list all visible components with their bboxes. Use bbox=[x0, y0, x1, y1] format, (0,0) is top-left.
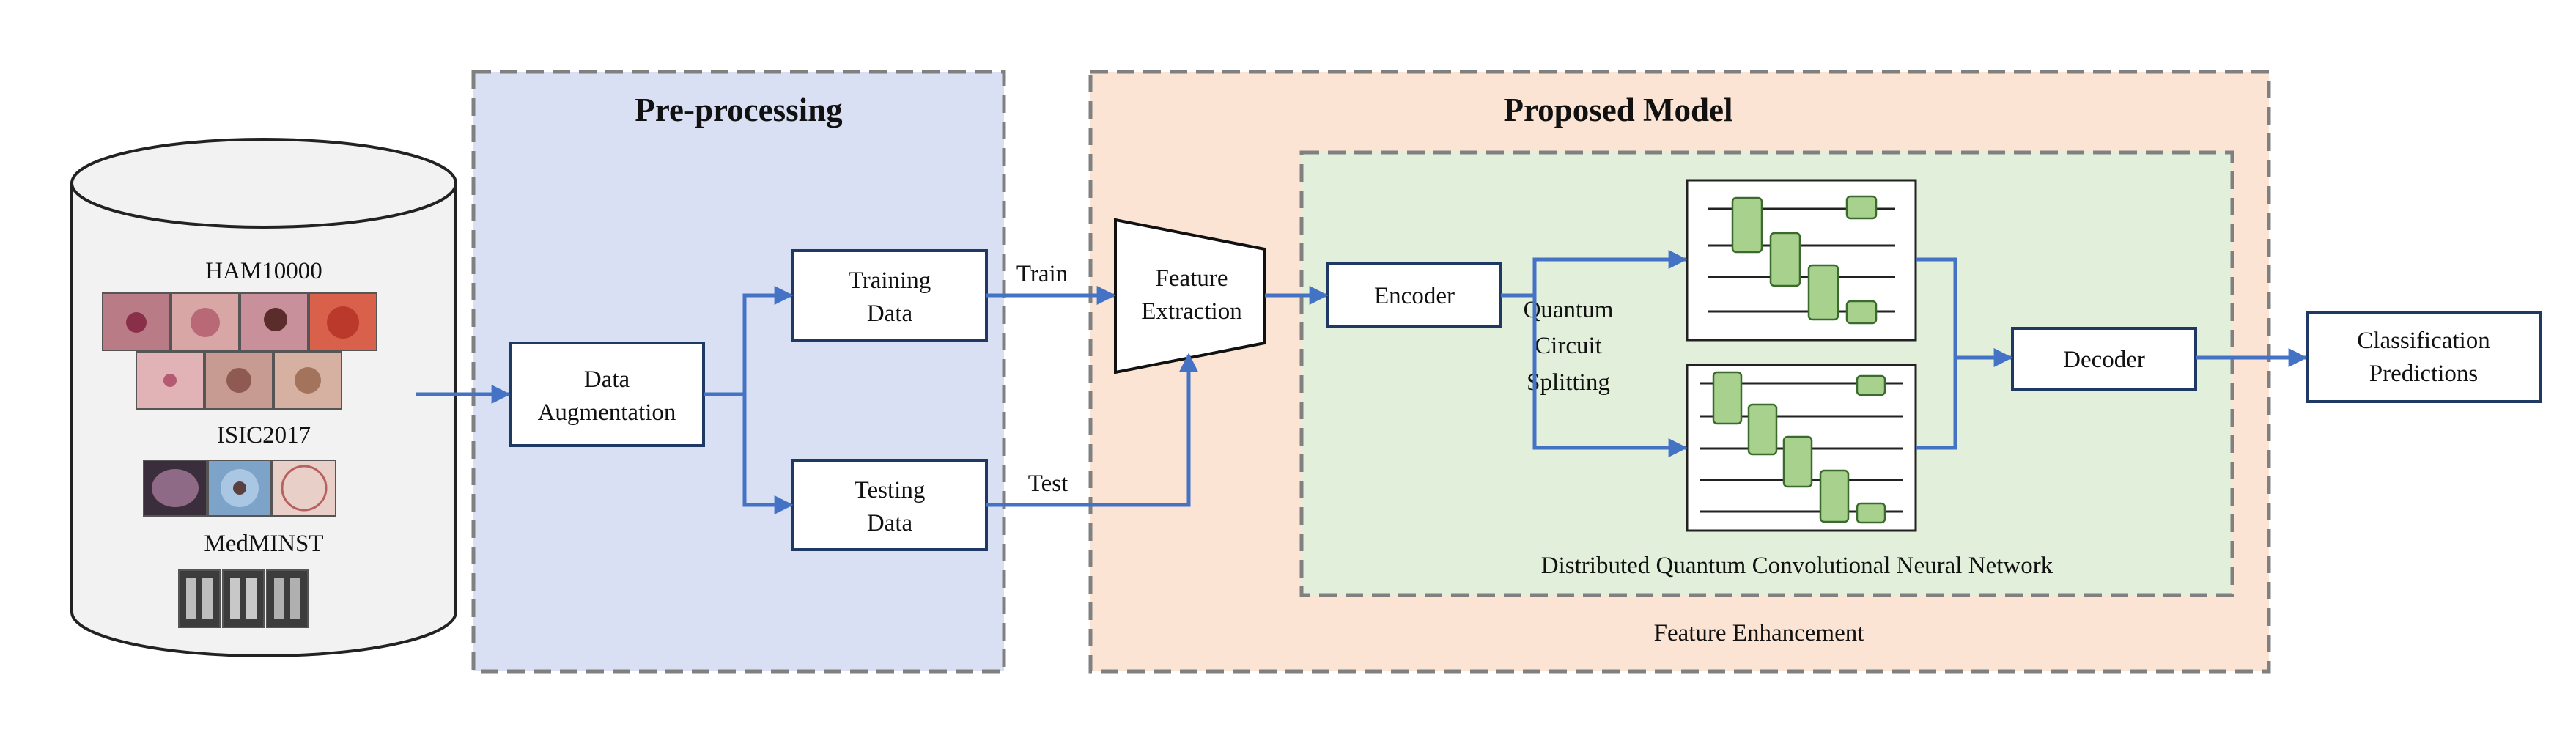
dqcnn-caption: Distributed Quantum Convolutional Neural… bbox=[1541, 553, 2053, 579]
quantum-circuit-lower bbox=[1686, 364, 1917, 532]
dataset-database: HAM10000 ISIC2017 bbox=[70, 138, 457, 657]
encoder-label: Encoder bbox=[1374, 283, 1455, 309]
encoder-box: Encoder bbox=[1326, 262, 1502, 328]
classification-predictions-box: Classification Predictions bbox=[2306, 311, 2542, 403]
splitting-line-3: Splitting bbox=[1527, 369, 1610, 396]
test-edge-label: Test bbox=[1028, 471, 1069, 497]
data-augmentation-line-1: Data bbox=[584, 366, 630, 393]
feature-extraction-line-2: Extraction bbox=[1141, 298, 1241, 325]
dataset-label-ham10000: HAM10000 bbox=[205, 258, 322, 284]
preprocessing-title: Pre-processing bbox=[635, 92, 843, 128]
output-line-2: Predictions bbox=[2369, 361, 2478, 387]
arrow-encoder-to-lower-circuit bbox=[1532, 295, 1688, 457]
training-data-line-1: Training bbox=[849, 267, 931, 294]
output-line-1: Classification bbox=[2357, 328, 2490, 354]
decoder-label: Decoder bbox=[2063, 347, 2145, 373]
circuit-merge-line bbox=[1916, 257, 1957, 450]
data-augmentation-line-2: Augmentation bbox=[538, 399, 676, 426]
proposed-model-panel: Proposed Model Feature Extraction Encode… bbox=[1088, 70, 2271, 674]
arrow-to-testing bbox=[742, 394, 794, 514]
training-data-line-2: Data bbox=[867, 300, 913, 327]
dataset-label-medminst: MedMINST bbox=[204, 531, 323, 557]
data-augmentation-box: Data Augmentation bbox=[509, 342, 705, 447]
splitting-line-1: Quantum bbox=[1524, 297, 1614, 323]
train-edge-label: Train bbox=[1016, 261, 1068, 287]
arrow-encoder-to-upper-circuit bbox=[1501, 250, 1688, 298]
training-data-box: Training Data bbox=[791, 249, 988, 342]
medminst-thumbnails bbox=[178, 569, 309, 628]
preprocessing-panel: Pre-processing Data Augmentation Trainin… bbox=[471, 70, 1006, 674]
ham10000-thumbnails bbox=[102, 292, 377, 410]
feature-extraction-block: Feature Extraction bbox=[1114, 218, 1266, 374]
testing-data-line-1: Testing bbox=[855, 477, 926, 503]
dqcnn-panel: Encoder Quantum Circuit Splitting bbox=[1299, 150, 2234, 597]
testing-data-line-2: Data bbox=[867, 510, 913, 536]
splitting-line-2: Circuit bbox=[1535, 333, 1602, 359]
decoder-box: Decoder bbox=[2011, 327, 2197, 391]
flow-arrows bbox=[416, 250, 2308, 514]
feature-enhancement-caption: Feature Enhancement bbox=[1654, 620, 1864, 646]
testing-data-box: Testing Data bbox=[791, 459, 988, 551]
arrow-to-training bbox=[742, 286, 794, 394]
proposed-model-title: Proposed Model bbox=[1504, 92, 1733, 128]
arrow-test bbox=[986, 353, 1198, 507]
feature-extraction-line-1: Feature bbox=[1156, 265, 1228, 292]
quantum-circuit-upper bbox=[1686, 179, 1917, 342]
isic2017-thumbnails bbox=[143, 460, 336, 517]
dataset-label-isic2017: ISIC2017 bbox=[217, 422, 311, 449]
